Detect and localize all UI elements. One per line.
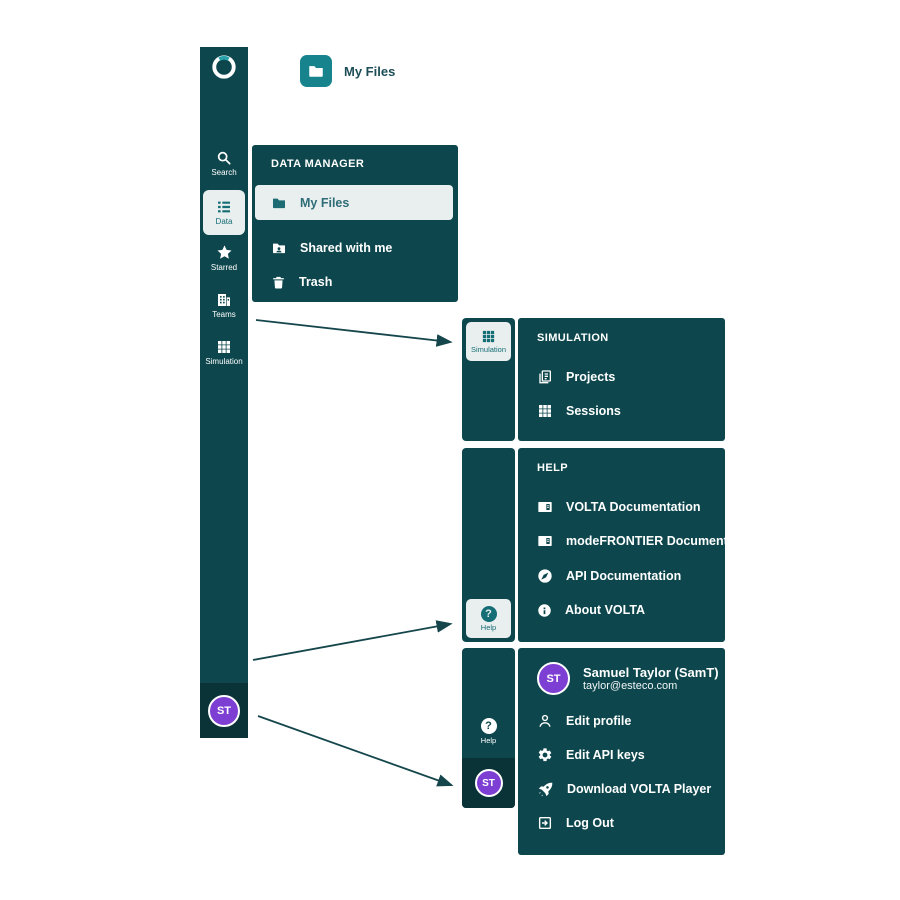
user-name: Samuel Taylor (SamT) <box>583 664 719 680</box>
sidebar-label-data: Data <box>215 217 233 226</box>
user-avatar[interactable]: ST <box>208 694 240 727</box>
menu-item-shared-with-me[interactable] <box>271 371 450 395</box>
menu-item-trash[interactable]: Trash <box>271 270 450 294</box>
data-list-icon <box>216 199 232 215</box>
menu-item-label: Shared with me <box>300 241 393 255</box>
menu-item-label: Log Out <box>566 816 614 830</box>
gear-icon <box>537 747 553 763</box>
menu-item-label: Sessions <box>566 404 621 418</box>
search-icon <box>216 150 232 166</box>
rocket-icon <box>537 781 554 798</box>
menu-item-modefrontier-documentation[interactable]: modeFRONTIER Document... <box>537 529 738 553</box>
menu-item-label: Trash <box>299 275 333 289</box>
star-icon <box>216 244 233 261</box>
account-user-row: ST Samuel Taylor (SamT) taylor@esteco.co… <box>537 662 719 695</box>
sidebar-item-teams[interactable]: Teams <box>200 292 248 319</box>
arrow-to-simulation-flyout <box>255 319 453 347</box>
sidebar-label-starred: Starred <box>210 263 238 272</box>
folder-icon <box>271 195 287 211</box>
grid-icon <box>216 339 232 355</box>
menu-item-my-files[interactable]: My Files <box>255 185 453 220</box>
projects-icon <box>537 369 553 385</box>
page-title: My Files <box>344 63 396 79</box>
simulation-header: SIMULATION <box>537 332 609 344</box>
building-icon <box>216 292 232 308</box>
help-icon: ? <box>480 605 497 622</box>
sidebar-label-teams: Teams <box>212 310 236 319</box>
menu-item-label: modeFRONTIER Document... <box>566 534 739 548</box>
menu-item-label: Edit API keys <box>566 748 645 762</box>
menu-item-log-out[interactable]: Log Out <box>537 811 717 835</box>
menu-item-edit-api-keys[interactable]: Edit API keys <box>537 743 717 767</box>
sidebar-label-simulation: Simulation <box>205 357 243 366</box>
user-avatar: ST <box>537 662 570 695</box>
sidebar-label-help: Help <box>480 736 497 745</box>
trash-icon <box>271 275 286 290</box>
sidebar-label-help: Help <box>480 622 497 632</box>
simulation-sidebar-fragment: Simulation <box>462 318 515 441</box>
sidebar-item-search[interactable]: Search <box>200 150 248 177</box>
menu-item-download-volta-player[interactable]: Download VOLTA Player <box>537 777 717 801</box>
person-icon <box>537 713 553 729</box>
data-manager-flyout: DATA MANAGER My Files Shared with me <box>252 145 458 302</box>
sidebar-item-data[interactable]: Data <box>203 190 245 235</box>
menu-item-label: Edit profile <box>566 714 632 728</box>
help-icon: ? <box>480 718 497 734</box>
info-icon <box>537 603 552 618</box>
my-files-folder-icon <box>300 55 332 87</box>
page-header: My Files <box>300 55 395 87</box>
help-flyout: HELP VOLTA Documentation modeFRONTIER Do… <box>518 448 738 642</box>
sidebar-item-help[interactable]: ? Help <box>462 718 515 745</box>
data-manager-header: DATA MANAGER <box>271 158 365 170</box>
sidebar-label-simulation: Simulation <box>470 345 507 354</box>
menu-item-about-volta[interactable]: About VOLTA <box>537 598 717 622</box>
menu-item-edit-profile[interactable]: Edit profile <box>537 709 717 733</box>
arrow-to-help-flyout <box>252 620 453 661</box>
arrow-to-account-flyout <box>257 715 454 787</box>
sidebar-item-simulation[interactable]: Simulation <box>200 339 248 366</box>
grid-icon <box>481 329 496 344</box>
book-icon <box>537 533 553 549</box>
sidebar-label-search: Search <box>211 168 237 177</box>
volta-logo-icon <box>210 53 238 81</box>
book-icon <box>537 499 553 515</box>
user-avatar[interactable]: ST <box>474 769 503 797</box>
folder-shared-icon <box>271 240 287 256</box>
menu-item-api-documentation[interactable]: API Documentation <box>537 564 717 588</box>
simulation-flyout: SIMULATION Projects Sessions <box>518 318 725 441</box>
menu-item-sessions[interactable]: Sessions <box>537 399 717 423</box>
menu-item-label: My Files <box>300 195 350 210</box>
sidebar-account-section: ST <box>200 683 248 738</box>
compass-icon <box>537 568 553 584</box>
sidebar-item-starred[interactable]: Starred <box>200 244 248 272</box>
user-email: taylor@esteco.com <box>583 679 678 692</box>
sidebar-item-simulation-active[interactable]: Simulation <box>466 322 511 361</box>
menu-item-label: VOLTA Documentation <box>566 500 701 514</box>
sidebar-account-section: ST <box>462 758 515 808</box>
sidebar-item-help-active[interactable]: ? Help <box>466 599 511 638</box>
menu-item-label: Download VOLTA Player <box>567 782 712 796</box>
account-sidebar-fragment: ? Help ST <box>462 648 515 808</box>
menu-item-label: About VOLTA <box>565 603 646 617</box>
grid-icon <box>537 403 553 419</box>
account-flyout: ST Samuel Taylor (SamT) taylor@esteco.co… <box>518 648 725 855</box>
menu-item-label: Projects <box>566 370 616 384</box>
logout-icon <box>537 815 553 831</box>
main-sidebar: Search Data Starred <box>200 47 248 738</box>
help-header: HELP <box>537 462 568 474</box>
menu-item-volta-documentation[interactable]: VOLTA Documentation <box>537 495 717 519</box>
menu-item-projects[interactable]: Projects <box>537 365 717 389</box>
help-sidebar-fragment: ? Help <box>462 448 515 642</box>
menu-item-label: API Documentation <box>566 569 682 583</box>
menu-item-shared-with-me[interactable]: Shared with me <box>271 236 450 260</box>
